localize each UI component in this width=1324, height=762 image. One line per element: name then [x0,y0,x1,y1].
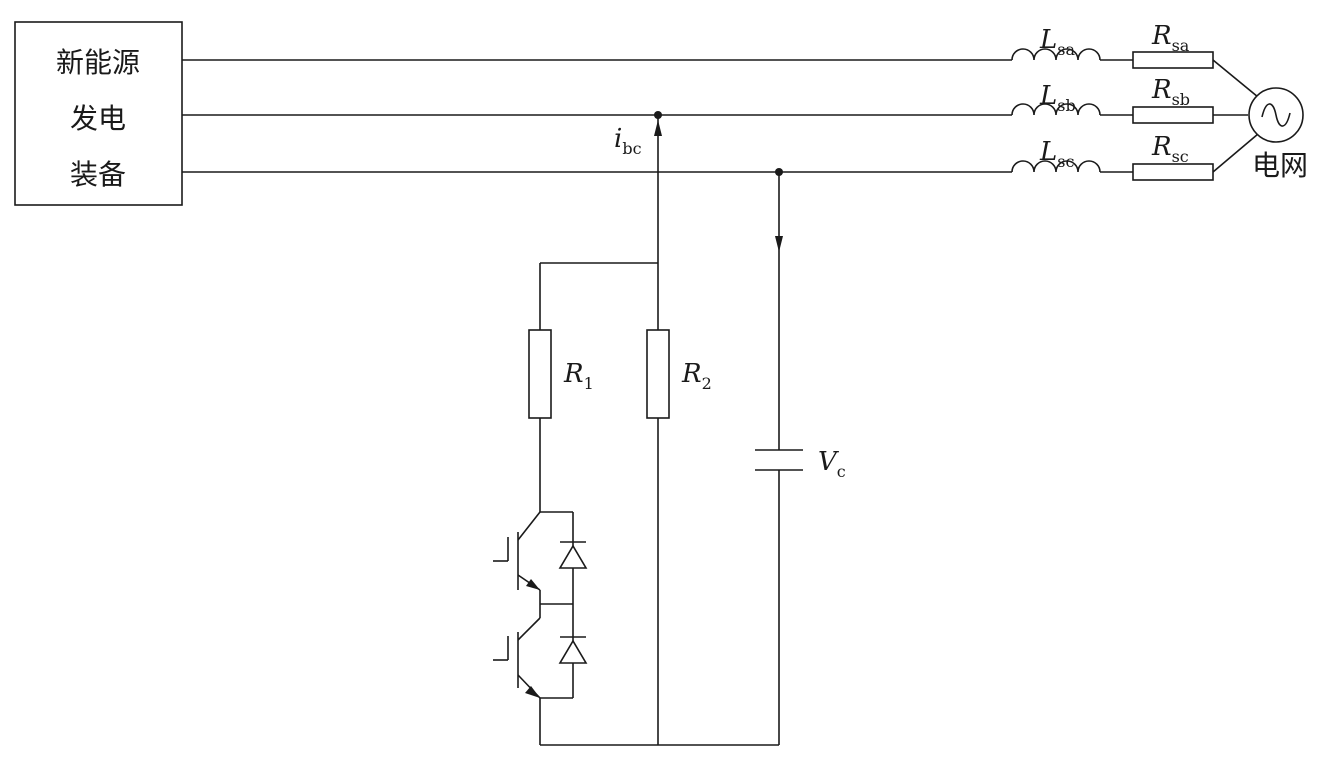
resistor-c-label: Rsc [1151,132,1189,166]
diode-upper-icon [558,541,588,569]
resistor-b-icon [1132,106,1214,124]
capacitor-label: Vc [818,447,846,481]
r2-label: R2 [681,359,712,393]
igbt-lower-icon [493,617,541,699]
inductor-a-label: Lsa [1039,25,1075,59]
r1-label: R1 [563,359,594,393]
source-label-line3: 装备 [70,158,126,191]
grid-wire-c [1212,133,1259,173]
capacitor-icon [755,449,803,471]
source-label-line2: 发电 [70,102,126,135]
igbt-upper-icon [493,511,541,591]
inductor-c-icon [1011,160,1101,173]
source-box: 新能源 发电 装备 [14,21,183,206]
resistor-a-label: Rsa [1151,21,1190,55]
diode-lower-icon [558,636,588,664]
r1-resistor-icon [528,329,552,419]
ac-source-icon [1248,87,1304,143]
source-label-line1: 新能源 [56,46,140,79]
inductor-a-icon [1011,48,1101,61]
inductor-b-label: Lsb [1039,81,1076,115]
resistor-c-icon [1132,163,1214,181]
grid-wire-a [1212,59,1259,98]
inductor-c-label: Lsc [1039,137,1074,171]
inductor-b-icon [1011,103,1101,116]
current-arrow-down-icon [775,236,783,252]
grid-label: 电网 [1252,149,1308,182]
r2-resistor-icon [646,329,670,419]
current-label: ibc [614,124,642,158]
current-arrow-up-icon [654,120,662,136]
resistor-b-label: Rsb [1151,75,1190,109]
